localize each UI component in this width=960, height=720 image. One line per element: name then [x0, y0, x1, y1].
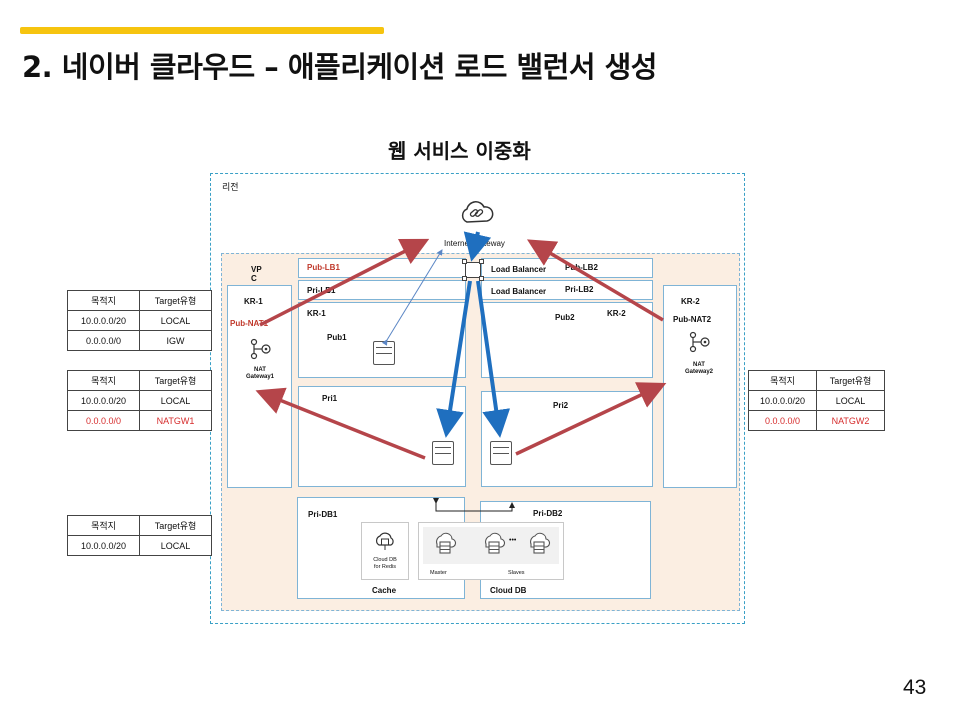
cloud-db-label: Cloud DB [490, 586, 527, 595]
slaves-label: Slaves [508, 570, 525, 576]
rt-header-destination: 목적지 [67, 515, 140, 536]
subnet-pub-nat1 [227, 285, 292, 488]
server-icon [432, 441, 454, 465]
database-icon [530, 532, 551, 554]
rt-cell: 0.0.0.0/0 [67, 330, 140, 351]
rt-cell: 10.0.0.0/20 [67, 535, 140, 556]
arrow-server2-to-nat2 [515, 382, 667, 456]
subnet-label-pub1: Pub1 [327, 333, 347, 342]
subnet-label-pub-lb1: Pub-LB1 [307, 263, 340, 272]
cache-label: Cache [372, 586, 397, 595]
arrow-igw-to-lb [463, 231, 492, 262]
accent-bar [20, 27, 384, 34]
db-replication-link [433, 498, 515, 512]
subnet-pri-lb2 [481, 280, 653, 300]
arrow-nat1-to-igw [259, 238, 430, 327]
zone-label-kr1-pub: KR-1 [307, 309, 326, 318]
rt-cell: LOCAL [816, 390, 885, 411]
subnet-label-pub-lb2: Pub-LB2 [565, 263, 598, 272]
zone-label-kr1: KR-1 [244, 297, 263, 306]
slaves-ellipsis: ••• [509, 537, 517, 544]
nat-gateway-icon [250, 338, 271, 360]
rt-header-destination: 목적지 [748, 370, 817, 391]
subnet-label-pub-nat2: Pub-NAT2 [673, 315, 712, 324]
subnet-label-pri-db2: Pri-DB2 [533, 509, 563, 518]
rt-header-target: Target유형 [139, 370, 212, 391]
rt-cell: 0.0.0.0/0 [67, 410, 140, 431]
database-icon [485, 532, 506, 554]
page-number: 43 [903, 676, 927, 699]
redis-tile [361, 522, 409, 580]
rt-cell: 10.0.0.0/20 [748, 390, 817, 411]
rt-cell: LOCAL [139, 535, 212, 556]
rt-cell: NATGW2 [816, 410, 885, 431]
region-label: 리전 [222, 182, 239, 192]
arrow-pub1-to-igw [381, 249, 443, 346]
rt-header-target: Target유형 [816, 370, 885, 391]
vpc-label: VP C [251, 265, 262, 283]
subnet-label-pri-lb1: Pri-LB1 [307, 286, 336, 295]
rt-header-destination: 목적지 [67, 290, 140, 311]
rt-header-target: Target유형 [139, 290, 212, 311]
rt-cell: LOCAL [139, 310, 212, 331]
arrow-lb-to-server1 [436, 280, 472, 438]
arrow-lb-to-server2 [476, 280, 511, 438]
rt-cell: LOCAL [139, 390, 212, 411]
master-label: Master [430, 570, 447, 576]
nat-gateway2-label: NAT Gateway2 [684, 362, 714, 376]
cloud-link-icon [461, 201, 494, 223]
nat-gateway1-label: NAT Gateway1 [245, 367, 275, 381]
rt-cell: 0.0.0.0/0 [748, 410, 817, 431]
arrow-server1-to-nat1 [255, 387, 426, 460]
subnet-label-pub2: Pub2 [555, 313, 575, 322]
load-balancer-label-1: Load Balancer [491, 265, 547, 274]
redis-label: Cloud DB for Redis [373, 557, 397, 570]
page-title: 2. 네이버 클라우드 – 애플리케이션 로드 밸런서 생성 [22, 50, 657, 84]
subnet-pub-lb2 [481, 258, 653, 278]
subnet-label-pri-db1: Pri-DB1 [308, 510, 338, 519]
nat-gateway-icon [689, 331, 710, 353]
subnet-pub2 [481, 302, 653, 378]
arrow-nat2-to-igw [526, 239, 664, 322]
server-icon [373, 341, 395, 365]
subnet-pri2 [481, 391, 653, 487]
rt-header-destination: 목적지 [67, 370, 140, 391]
diagram-title: 웹 서비스 이중화 [388, 139, 531, 163]
subnet-label-pri1: Pri1 [322, 394, 338, 403]
zone-label-kr2-pub: KR-2 [607, 309, 626, 318]
database-icon [436, 532, 457, 554]
rt-cell: 10.0.0.0/20 [67, 390, 140, 411]
rt-cell: NATGW1 [139, 410, 212, 431]
server-icon [490, 441, 512, 465]
subnet-pub-nat2 [663, 285, 737, 488]
rt-header-target: Target유형 [139, 515, 212, 536]
subnet-label-pub-nat1: Pub-NAT1 [230, 319, 269, 328]
zone-label-kr2: KR-2 [681, 297, 700, 306]
redis-icon [376, 532, 394, 550]
subnet-label-pri2: Pri2 [553, 401, 569, 410]
subnet-label-pri-lb2: Pri-LB2 [565, 285, 594, 294]
load-balancer-label-2: Load Balancer [491, 287, 547, 296]
rt-cell: IGW [139, 330, 212, 351]
rt-cell: 10.0.0.0/20 [67, 310, 140, 331]
